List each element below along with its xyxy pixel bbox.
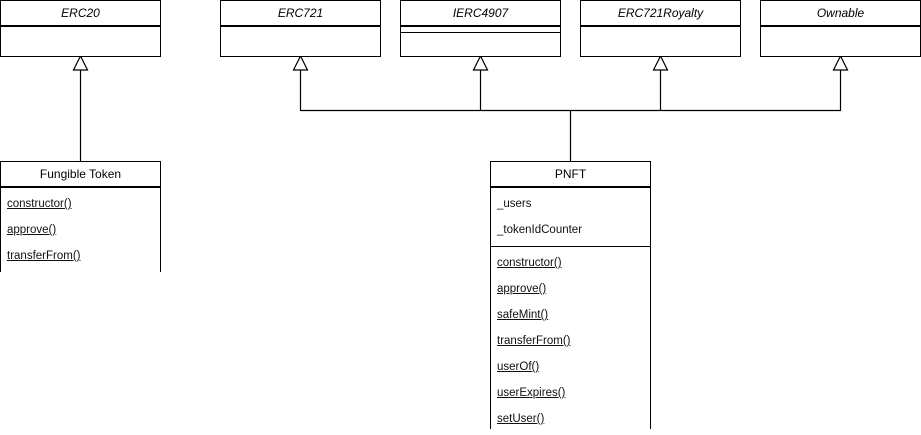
class-name-ownable: Ownable (761, 1, 920, 26)
class-methods-pnft: constructor() approve() safeMint() trans… (491, 246, 650, 435)
class-name-ierc4907: IERC4907 (401, 1, 560, 26)
class-name-erc721: ERC721 (221, 1, 380, 26)
class-method-item: constructor() (497, 257, 562, 269)
class-name-pnft: PNFT (491, 162, 650, 187)
class-attributes-erc721 (221, 26, 380, 56)
class-attributes-erc20 (1, 26, 160, 56)
class-method-item: approve() (497, 283, 547, 295)
class-method-item: constructor() (7, 198, 72, 210)
class-method-item: transferFrom() (7, 250, 81, 262)
generalization-arrowhead-ierc4907 (472, 54, 489, 71)
class-name-erc20: ERC20 (1, 1, 160, 26)
class-method-item: safeMint() (497, 309, 549, 321)
class-box-erc721royalty[interactable]: ERC721Royalty (580, 0, 741, 57)
class-box-pnft[interactable]: PNFT _users _tokenIdCounter constructor(… (490, 161, 651, 435)
class-box-fungible-token[interactable]: Fungible Token constructor() approve() t… (0, 161, 161, 272)
generalization-arrowhead-ownable (832, 54, 849, 71)
generalization-arrowhead-erc721 (292, 54, 309, 71)
class-method-item: userOf() (497, 361, 540, 373)
class-attributes-erc721royalty (581, 26, 740, 56)
class-method-item: transferFrom() (497, 335, 571, 347)
class-box-ierc4907[interactable]: IERC4907 (400, 0, 561, 57)
class-method-item: approve() (7, 224, 57, 236)
class-attributes-ownable (761, 26, 920, 56)
class-attributes-pnft: _users _tokenIdCounter (491, 187, 650, 246)
generalization-arrowhead-erc721royalty (652, 54, 669, 71)
class-methods-fungible-token: constructor() approve() transferFrom() (1, 187, 160, 272)
class-attribute-item: _users (497, 198, 532, 210)
class-box-erc721[interactable]: ERC721 (220, 0, 381, 57)
class-name-erc721royalty: ERC721Royalty (581, 1, 740, 26)
class-name-fungible-token: Fungible Token (1, 162, 160, 187)
class-attributes-ierc4907 (401, 26, 560, 32)
class-box-ownable[interactable]: Ownable (760, 0, 921, 57)
class-methods-ierc4907 (401, 32, 560, 56)
class-attribute-item: _tokenIdCounter (497, 224, 583, 236)
class-method-item: setUser() (497, 413, 545, 425)
class-method-item: userExpires() (497, 387, 566, 399)
generalization-arrowhead-erc20 (72, 54, 89, 71)
class-box-erc20[interactable]: ERC20 (0, 0, 161, 57)
